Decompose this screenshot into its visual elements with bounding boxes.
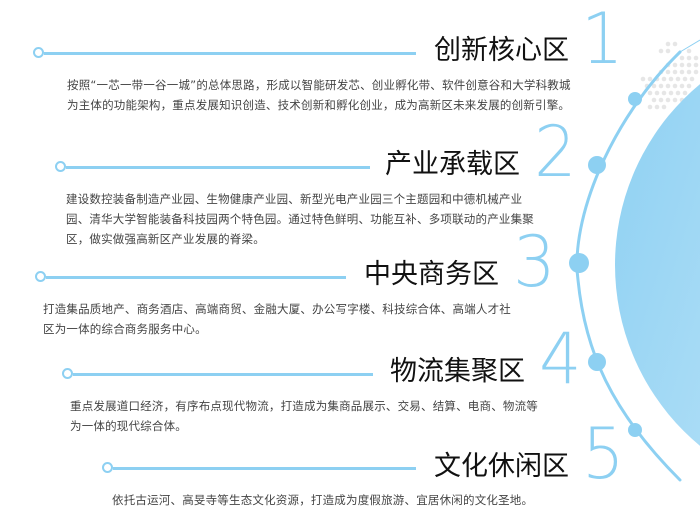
zone-description: 重点发展道口经济，有序布点现代物流，打造成为集商品展示、交易、结算、电商、物流等… bbox=[70, 399, 538, 433]
bullet-circle-icon bbox=[55, 161, 66, 172]
connector-line bbox=[66, 166, 370, 169]
big-circle-shape bbox=[615, 84, 700, 446]
zone-number: 5 bbox=[582, 413, 625, 495]
connector-line bbox=[113, 467, 416, 470]
zone-number: 4 bbox=[539, 318, 582, 400]
zone-title: 文化休闲区 bbox=[434, 451, 569, 482]
connector-line bbox=[44, 52, 416, 55]
dot-grid-icon bbox=[640, 41, 699, 110]
zone-title: 中央商务区 bbox=[364, 259, 499, 290]
zone-description: 依托古运河、高旻寺等生态文化资源，打造成为度假旅游、宜居休闲的文化圣地。 bbox=[112, 493, 534, 507]
zone-number: 2 bbox=[534, 111, 577, 193]
bullet-circle-icon bbox=[35, 271, 46, 282]
connector-line bbox=[73, 373, 373, 376]
zone-title: 产业承载区 bbox=[385, 149, 520, 180]
zone-title: 创新核心区 bbox=[434, 35, 569, 66]
zone-description: 打造集品质地产、商务酒店、高端商贸、金融大厦、办公写字楼、科技综合体、高端人才社… bbox=[43, 302, 511, 336]
zone-description: 建设数控装备制造产业园、生物健康产业园、新型光电产业园三个主题园和中德机械产业园… bbox=[66, 192, 534, 246]
bullet-circle-icon bbox=[102, 462, 113, 473]
connector-line bbox=[46, 276, 346, 279]
zone-number: 3 bbox=[513, 221, 556, 303]
zone-number: 1 bbox=[581, 0, 624, 80]
zone-description: 按照“一芯一带一谷一城”的总体思路，形成以智能研发芯、创业孵化带、软件创意谷和大… bbox=[67, 78, 571, 112]
bullet-circle-icon bbox=[33, 47, 44, 58]
zone-title: 物流集聚区 bbox=[390, 356, 525, 387]
bullet-circle-icon bbox=[62, 368, 73, 379]
